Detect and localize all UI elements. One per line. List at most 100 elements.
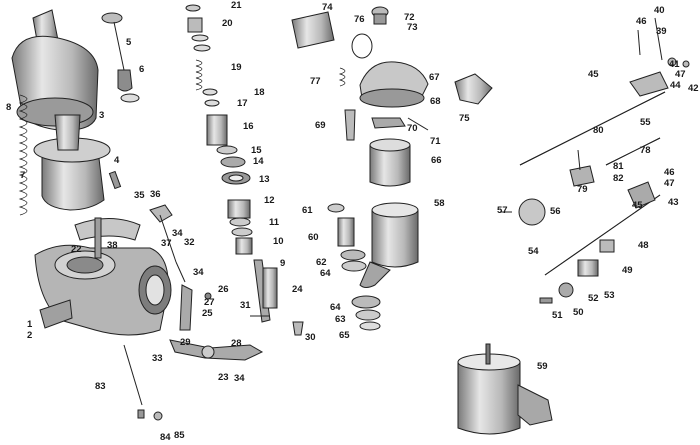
part-label-13: 13 <box>259 174 270 185</box>
part-label-34-alt: 34 <box>172 228 183 239</box>
part-label-79: 79 <box>577 184 588 195</box>
part-label-34-alt: 34 <box>193 267 204 278</box>
part-label-28: 28 <box>231 338 242 349</box>
part-label-83: 83 <box>95 381 106 392</box>
part-label-64-alt: 64 <box>330 302 341 313</box>
part-label-9: 9 <box>280 258 285 269</box>
part-label-15: 15 <box>251 145 262 156</box>
part-label-1: 1 <box>27 319 33 330</box>
part-label-50: 50 <box>573 307 584 318</box>
part-label-19: 19 <box>231 62 242 73</box>
part-label-56: 56 <box>550 206 561 217</box>
carburettor-body <box>34 217 172 336</box>
part-label-80: 80 <box>593 125 604 136</box>
part-label-43: 43 <box>668 197 679 208</box>
float-chamber-lid-group <box>291 6 493 187</box>
part-label-82: 82 <box>613 173 624 184</box>
part-label-34: 34 <box>234 373 245 384</box>
part-label-78: 78 <box>640 145 651 156</box>
part-label-67: 67 <box>429 72 440 83</box>
part-label-22: 22 <box>71 244 82 255</box>
part-label-71: 71 <box>430 136 441 147</box>
float-chamber-group <box>327 202 419 331</box>
part-label-81: 81 <box>613 161 624 172</box>
part-label-76: 76 <box>354 14 365 25</box>
part-label-40: 40 <box>654 5 665 16</box>
part-label-8: 8 <box>6 102 11 113</box>
part-label-20: 20 <box>222 18 233 29</box>
part-label-84: 84 <box>160 432 171 443</box>
part-label-29: 29 <box>180 337 191 348</box>
part-label-14: 14 <box>253 156 264 167</box>
part-label-30: 30 <box>305 332 316 343</box>
part-label-16: 16 <box>243 121 254 132</box>
part-label-3: 3 <box>99 110 104 121</box>
part-label-85: 85 <box>174 430 185 441</box>
part-label-66: 66 <box>431 155 442 166</box>
part-label-63: 63 <box>335 314 346 325</box>
throttle-spindle-group <box>500 17 690 304</box>
part-number-labels: 1234567891011121314151617181920212223242… <box>6 0 699 443</box>
part-label-41: 41 <box>669 59 680 70</box>
connecting-rod-group <box>123 344 163 421</box>
part-label-5: 5 <box>126 37 132 48</box>
part-label-4: 4 <box>114 155 120 166</box>
part-label-59: 59 <box>537 361 548 372</box>
part-label-62: 62 <box>316 257 327 268</box>
part-label-53: 53 <box>604 290 615 301</box>
part-label-7: 7 <box>20 170 25 181</box>
part-label-26: 26 <box>218 284 229 295</box>
part-label-18: 18 <box>254 87 265 98</box>
part-label-2: 2 <box>27 330 32 341</box>
part-label-58: 58 <box>434 198 445 209</box>
part-label-46: 46 <box>636 16 647 27</box>
part-label-46-alt: 46 <box>664 167 675 178</box>
part-label-65: 65 <box>339 330 350 341</box>
part-label-69: 69 <box>315 120 326 131</box>
part-label-77: 77 <box>310 76 321 87</box>
part-label-44: 44 <box>670 80 681 91</box>
part-label-70: 70 <box>407 123 418 134</box>
part-label-27: 27 <box>204 297 215 308</box>
part-label-75: 75 <box>459 113 470 124</box>
part-label-47-alt: 47 <box>664 178 675 189</box>
part-label-73: 73 <box>407 22 418 33</box>
part-label-55: 55 <box>640 117 651 128</box>
part-label-37: 37 <box>161 238 172 249</box>
float-chamber-large <box>457 343 553 435</box>
part-label-39: 39 <box>656 26 667 37</box>
part-label-49: 49 <box>622 265 633 276</box>
jet-assembly-column <box>185 4 304 336</box>
part-label-11: 11 <box>269 217 280 228</box>
damper-assembly <box>101 12 140 103</box>
part-label-17: 17 <box>237 98 248 109</box>
throttle-linkage <box>149 204 264 361</box>
part-label-45-alt: 45 <box>632 200 643 211</box>
part-label-12: 12 <box>264 195 275 206</box>
part-label-54: 54 <box>528 246 539 257</box>
part-label-6: 6 <box>139 64 144 75</box>
part-label-47: 47 <box>675 69 686 80</box>
part-label-48: 48 <box>638 240 649 251</box>
part-label-52: 52 <box>588 293 599 304</box>
part-label-42: 42 <box>688 83 699 94</box>
part-label-31: 31 <box>240 300 251 311</box>
part-label-61: 61 <box>302 205 313 216</box>
part-label-72: 72 <box>404 12 415 23</box>
part-label-57: 57 <box>497 205 508 216</box>
part-label-64: 64 <box>320 268 331 279</box>
part-label-74: 74 <box>322 2 333 13</box>
part-label-35: 35 <box>134 190 145 201</box>
part-label-23: 23 <box>218 372 229 383</box>
part-label-60: 60 <box>308 232 319 243</box>
part-label-21: 21 <box>231 0 242 11</box>
part-label-10: 10 <box>273 236 284 247</box>
part-label-45: 45 <box>588 69 599 80</box>
part-label-24: 24 <box>292 284 303 295</box>
part-label-36: 36 <box>150 189 161 200</box>
piston-chamber-assembly <box>11 9 111 216</box>
part-label-38: 38 <box>107 240 118 251</box>
part-label-51: 51 <box>552 310 563 321</box>
part-label-32: 32 <box>184 237 195 248</box>
